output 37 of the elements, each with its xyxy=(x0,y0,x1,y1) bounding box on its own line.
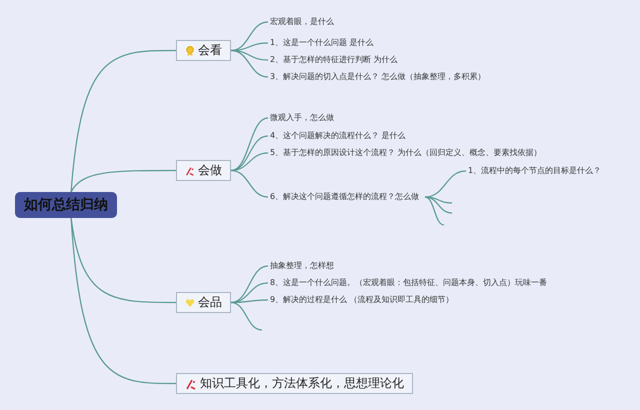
branch-text: 5、基于怎样的原因设计这个流程？ 为什么（回归定义、概念、要素找依据） xyxy=(270,147,542,159)
branch-line xyxy=(230,135,268,172)
branch-line xyxy=(424,170,466,198)
branch-line xyxy=(230,302,262,331)
topic-box xyxy=(176,160,231,181)
branch-line xyxy=(70,218,176,304)
topic-box xyxy=(176,292,231,313)
branch-text: 1、这是一个什么问题 是什么 xyxy=(270,37,374,49)
branch-line xyxy=(424,196,444,226)
branch-line xyxy=(230,170,268,198)
branch-text: 宏观着眼，是什么 xyxy=(270,16,334,28)
branch-text: 微观入手，怎么做 xyxy=(270,112,334,124)
branch-line xyxy=(70,170,176,192)
branch-line xyxy=(230,152,268,172)
branch-line xyxy=(230,50,268,78)
branch-text: 6、解决这个问题遵循怎样的流程？怎么做 xyxy=(270,191,420,203)
topic-label: 知识工具化，方法体系化，思想理论化 xyxy=(200,375,404,392)
branch-line xyxy=(70,218,176,384)
branch-text: 抽象整理，怎样想 xyxy=(270,260,334,272)
topic-label: 会做 xyxy=(198,162,222,179)
branch-text: 2、基于怎样的特征进行判断 为什么 xyxy=(270,54,398,66)
branch-text: 8、这是一个什么问题。（宏观着眼：包括特征、问题本身、切入点）玩味一番 xyxy=(270,277,548,289)
branch-text: 3、解决问题的切入点是什么？ 怎么做（抽象整理，多积累） xyxy=(270,71,486,83)
branch-line xyxy=(231,299,268,304)
topic-box xyxy=(176,40,231,61)
topic-label: 会品 xyxy=(198,294,222,311)
branch-text: 9、解决的过程是什么 （流程及知识即工具的细节） xyxy=(270,294,454,306)
branch-line xyxy=(230,265,268,304)
topic-label: 会看 xyxy=(198,42,222,59)
branch-line xyxy=(424,196,452,214)
root-box: 如何总结归纳 xyxy=(15,192,117,218)
branch-line xyxy=(70,50,176,192)
branch-text: 1、流程中的每个节点的目标是什么？ xyxy=(468,165,602,177)
branch-line xyxy=(230,282,268,304)
branch-text: 4、这个问题解决的流程什么？ 是什么 xyxy=(270,130,406,142)
topic-box xyxy=(176,373,413,394)
branch-line xyxy=(230,21,268,52)
